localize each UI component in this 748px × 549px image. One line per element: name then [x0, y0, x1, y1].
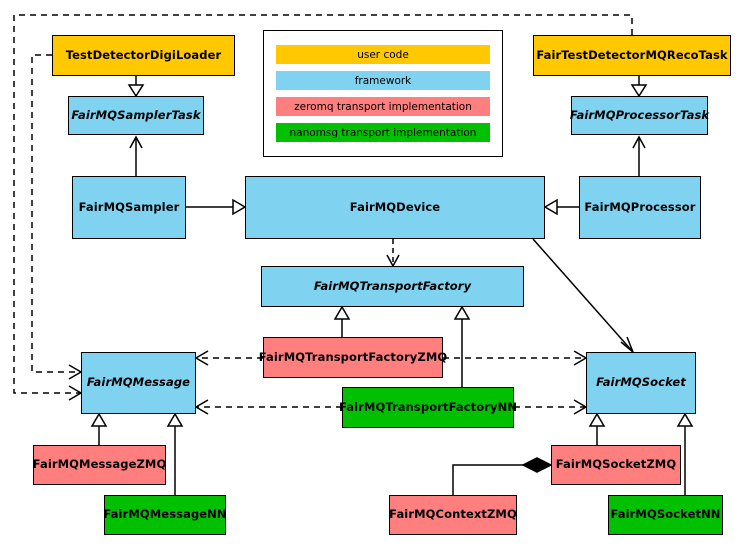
- class-node-fairmqmessagenn[interactable]: FairMQMessageNN: [103, 495, 227, 535]
- edge-processor-device: [543, 198, 579, 216]
- legend-item-framework: framework: [276, 71, 490, 90]
- class-node-fairmqsampler[interactable]: FairMQSampler: [72, 176, 186, 239]
- class-node-fairmqtransportfactoryzmq[interactable]: FairMQTransportFactoryZMQ: [259, 337, 447, 378]
- class-node-fairmqsocketnn[interactable]: FairMQSocketNN: [608, 495, 723, 535]
- edge-factoryzmq-socket: [443, 350, 588, 366]
- edge-factorynn-factory: [453, 305, 471, 387]
- edge-socketzmq-socket: [588, 412, 606, 445]
- edge-factoryzmq-message: [194, 350, 263, 366]
- class-node-fairmqprocessor[interactable]: FairMQProcessor: [579, 176, 701, 239]
- edge-digiloader-samplertask: [127, 76, 145, 98]
- class-node-fairmqsamplertask[interactable]: FairMQSamplerTask: [68, 96, 204, 135]
- legend-label-user-code: user code: [357, 48, 409, 61]
- legend-label-zeromq: zeromq transport implementation: [294, 100, 472, 113]
- legend-item-zeromq: zeromq transport implementation: [276, 97, 490, 116]
- edge-processor-processortask: [632, 135, 646, 176]
- edge-device-socket: [532, 238, 634, 353]
- edge-factorynn-message: [194, 399, 342, 415]
- edge-factorynn-socket: [514, 399, 588, 415]
- legend-item-user-code: user code: [276, 45, 490, 64]
- edge-sampler-samplertask: [129, 135, 143, 176]
- edge-messagezmq-message: [90, 412, 108, 445]
- edge-messagenn-message: [166, 412, 184, 495]
- class-node-fairmqmessage[interactable]: FairMQMessage: [81, 352, 196, 414]
- edge-sampler-device: [186, 198, 247, 216]
- class-node-fairmqsocketzmq[interactable]: FairMQSocketZMQ: [551, 445, 681, 485]
- edge-factoryzmq-factory: [333, 305, 351, 337]
- class-node-fairmqsocket[interactable]: FairMQSocket: [586, 352, 696, 414]
- edge-recotask-processortask: [630, 76, 648, 98]
- class-node-fairmqtransportfactory[interactable]: FairMQTransportFactory: [261, 266, 524, 307]
- edge-device-transportfactory: [386, 239, 400, 268]
- class-node-fairmqcontextzmq[interactable]: FairMQContextZMQ: [389, 495, 517, 535]
- legend: user code framework zeromq transport imp…: [263, 30, 503, 157]
- edge-contextzmq-socketzmq: [452, 457, 553, 495]
- class-node-fairmqtransportfactorynn[interactable]: FairMQTransportFactoryNN: [339, 387, 517, 428]
- class-node-testdetectordigiloader[interactable]: TestDetectorDigiLoader: [52, 35, 235, 76]
- legend-label-framework: framework: [354, 74, 412, 87]
- class-node-fairmqmessagezmq[interactable]: FairMQMessageZMQ: [33, 445, 166, 485]
- legend-item-nanomsg: nanomsg transport implementation: [276, 123, 490, 142]
- class-node-fairmqdevice[interactable]: FairMQDevice: [245, 176, 545, 239]
- class-node-fairmqprocessortask[interactable]: FairMQProcessorTask: [570, 96, 709, 135]
- legend-label-nanomsg: nanomsg transport implementation: [289, 126, 477, 139]
- class-node-fairtestdetectormqrecotask[interactable]: FairTestDetectorMQRecoTask: [533, 35, 731, 76]
